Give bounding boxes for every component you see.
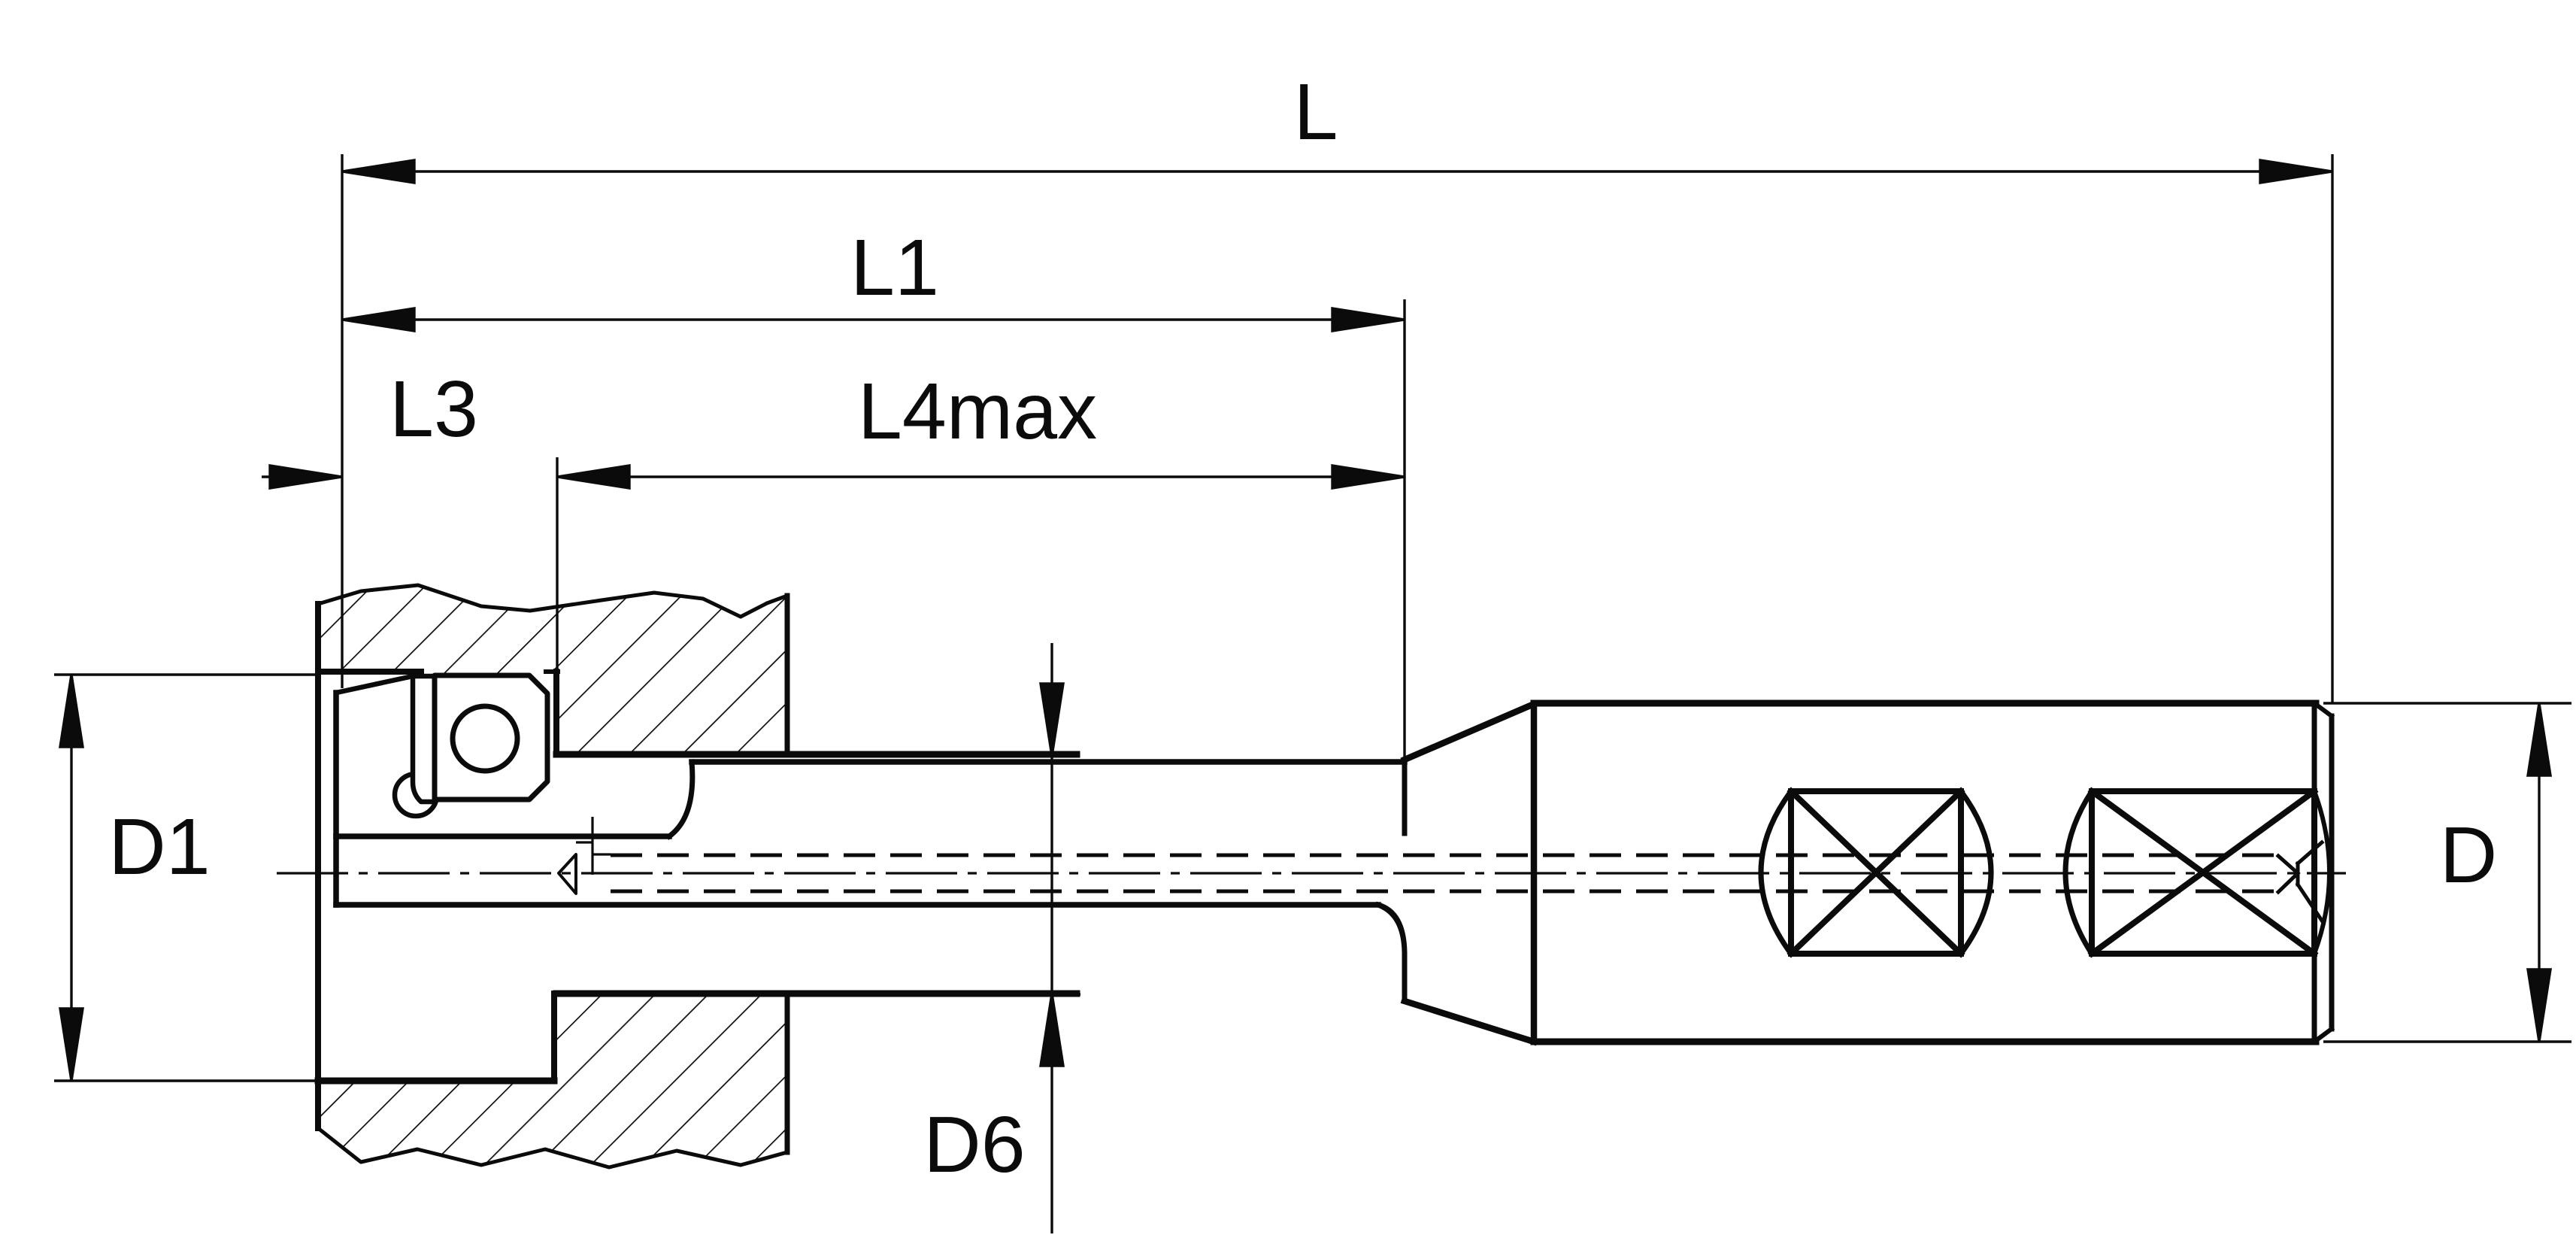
taper-bottom-edge bbox=[1400, 997, 1538, 1046]
label-d: D bbox=[2440, 811, 2498, 900]
dim-d bbox=[2323, 702, 2571, 1043]
holder-end-chamfer-top bbox=[2311, 699, 2335, 720]
arrow-d-top bbox=[2526, 702, 2552, 777]
screw-seat-cone bbox=[2275, 839, 2325, 924]
dim-l3-l4max bbox=[262, 464, 1405, 490]
tool-cutting-head bbox=[333, 672, 550, 819]
dim-d1 bbox=[54, 673, 318, 1082]
label-l: L bbox=[1294, 68, 1338, 156]
arrow-l-left bbox=[341, 159, 416, 184]
dim-d6 bbox=[1039, 643, 1080, 1233]
dimension-labels: L L1 L3 L4max D1 D6 D bbox=[108, 68, 2497, 1189]
screw-hole-front-cross-2 bbox=[1787, 787, 1965, 958]
label-l1: L1 bbox=[850, 223, 939, 312]
dim-l bbox=[341, 159, 2333, 184]
arrow-l-right bbox=[2259, 159, 2333, 184]
holder-end-chamfer-bottom bbox=[2311, 1025, 2335, 1045]
arrow-l3 bbox=[268, 464, 343, 490]
arrow-d6-top bbox=[1039, 682, 1065, 757]
workpiece-top-break-edge bbox=[315, 583, 790, 619]
workpiece-bottom-block-hatch bbox=[318, 994, 787, 1167]
arrow-l1-right bbox=[1331, 307, 1405, 332]
label-d6: D6 bbox=[923, 1100, 1026, 1189]
insert-screw-hole bbox=[450, 703, 520, 774]
arrow-l1-left bbox=[341, 307, 416, 332]
workpiece-section bbox=[314, 583, 1080, 1170]
bar-bottom-fillet bbox=[1374, 901, 1408, 1004]
label-l3: L3 bbox=[389, 365, 478, 454]
label-l4max: L4max bbox=[858, 367, 1097, 456]
arrow-d1-top bbox=[59, 674, 84, 748]
internal-bore bbox=[557, 817, 2278, 895]
workpiece-bottom-break-edge bbox=[315, 1125, 790, 1170]
label-d1: D1 bbox=[108, 803, 211, 891]
arrow-d6-bottom bbox=[1039, 993, 1065, 1067]
holder-body bbox=[1530, 699, 2335, 1045]
screw-hole-rear-cross-2 bbox=[2087, 787, 2319, 958]
tool-bar bbox=[333, 690, 1538, 1046]
arrow-l4max-right bbox=[1331, 464, 1405, 490]
insert-clamp-strip bbox=[410, 673, 438, 805]
taper-top-edge bbox=[1400, 699, 1538, 764]
insert-cutting-edge bbox=[333, 673, 416, 696]
dimension-annotations bbox=[54, 154, 2571, 1233]
dim-l1 bbox=[341, 307, 1405, 332]
arrow-d1-bottom bbox=[59, 1007, 84, 1082]
arrow-l4max-left bbox=[556, 464, 631, 490]
arrow-d-bottom bbox=[2526, 968, 2552, 1042]
head-relief-arc bbox=[665, 759, 696, 840]
